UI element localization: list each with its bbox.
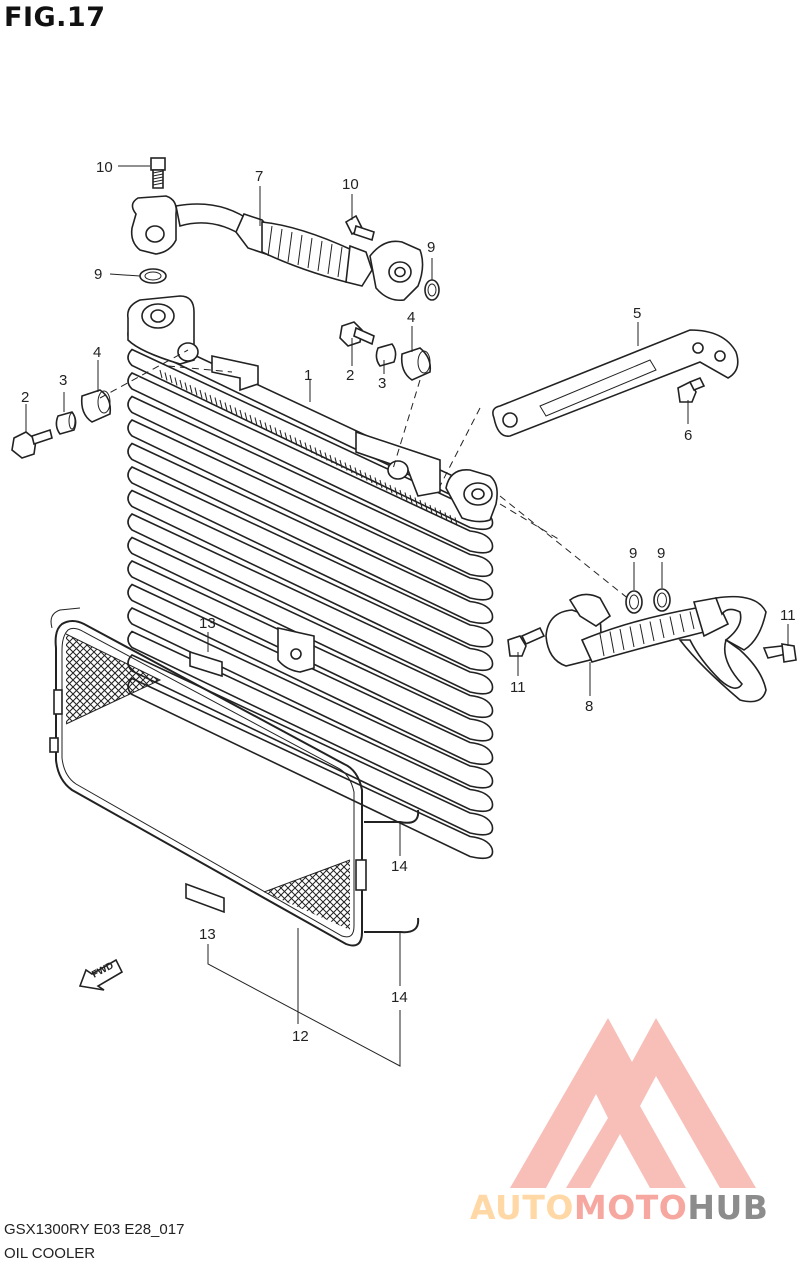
- bolt-10-right: [344, 214, 375, 242]
- figure-title: FIG.17: [4, 2, 106, 33]
- bolt-2-right: [339, 321, 375, 347]
- watermark-hub: HUB: [687, 1188, 769, 1227]
- bracket-5: [492, 329, 739, 437]
- oil-cooler-core: [126, 295, 498, 860]
- callout-8: 8: [585, 698, 593, 715]
- callout-14-top: 14: [391, 858, 408, 875]
- callout-11-right: 11: [780, 607, 796, 624]
- watermark-moto: MOTO: [573, 1188, 688, 1227]
- callout-11-left: 11: [510, 679, 526, 696]
- callout-4-right: 4: [407, 309, 415, 326]
- callout-1: 1: [304, 367, 312, 384]
- callout-13-top: 13: [199, 615, 216, 632]
- callout-7: 7: [255, 168, 263, 185]
- spacer-3-left: [55, 411, 77, 435]
- watermark-logo: [510, 1018, 756, 1188]
- callout-10-right: 10: [342, 176, 359, 193]
- bolt-10-top: [150, 157, 166, 189]
- model-code: GSX1300RY E03 E28_017: [4, 1221, 185, 1238]
- callout-14-bottom: 14: [391, 989, 408, 1006]
- callout-3-right: 3: [378, 375, 386, 392]
- bolt-2-left: [11, 428, 53, 459]
- grommet-4-left: [80, 389, 112, 423]
- callout-2-right: 2: [346, 367, 354, 384]
- bolt-11-left: [507, 626, 546, 657]
- o-ring-9-lower-b: [653, 588, 671, 612]
- bolt-6: [677, 376, 706, 403]
- callout-9-top-right: 9: [427, 239, 435, 256]
- o-ring-9-lower-a: [625, 590, 643, 614]
- bolt-11-right: [762, 643, 797, 663]
- oil-hose-lower: [545, 593, 767, 703]
- callout-9-left: 9: [94, 266, 102, 283]
- callout-10-top: 10: [96, 159, 113, 176]
- spacer-3-right: [375, 343, 397, 367]
- forward-arrow-icon: FWD: [78, 958, 124, 991]
- watermark-wordmark: AUTOMOTOHUB: [470, 1188, 768, 1227]
- section-name: OIL COOLER: [4, 1245, 96, 1262]
- watermark-triangle-icon: [510, 1018, 756, 1188]
- callout-labels: 1 2 2 3 3 4 4 5 6 7 8 9 9 9 9 10 10 11 1…: [21, 159, 796, 1045]
- callout-9-lower-b: 9: [657, 545, 665, 562]
- callout-3-left: 3: [59, 372, 67, 389]
- watermark-auto: AUTO: [470, 1188, 574, 1227]
- callout-6: 6: [684, 427, 692, 444]
- o-ring-9-left: [139, 268, 167, 284]
- grommet-4-right: [400, 347, 432, 381]
- callout-9-lower-a: 9: [629, 545, 637, 562]
- oil-hose-upper: [130, 195, 424, 302]
- leader-lines: [25, 165, 789, 1067]
- callout-4-left: 4: [93, 344, 101, 361]
- o-ring-9-top-right: [424, 279, 440, 301]
- callout-12: 12: [292, 1028, 309, 1045]
- callout-5: 5: [633, 305, 641, 322]
- callout-13-bottom: 13: [199, 926, 216, 943]
- callout-2-left: 2: [21, 389, 29, 406]
